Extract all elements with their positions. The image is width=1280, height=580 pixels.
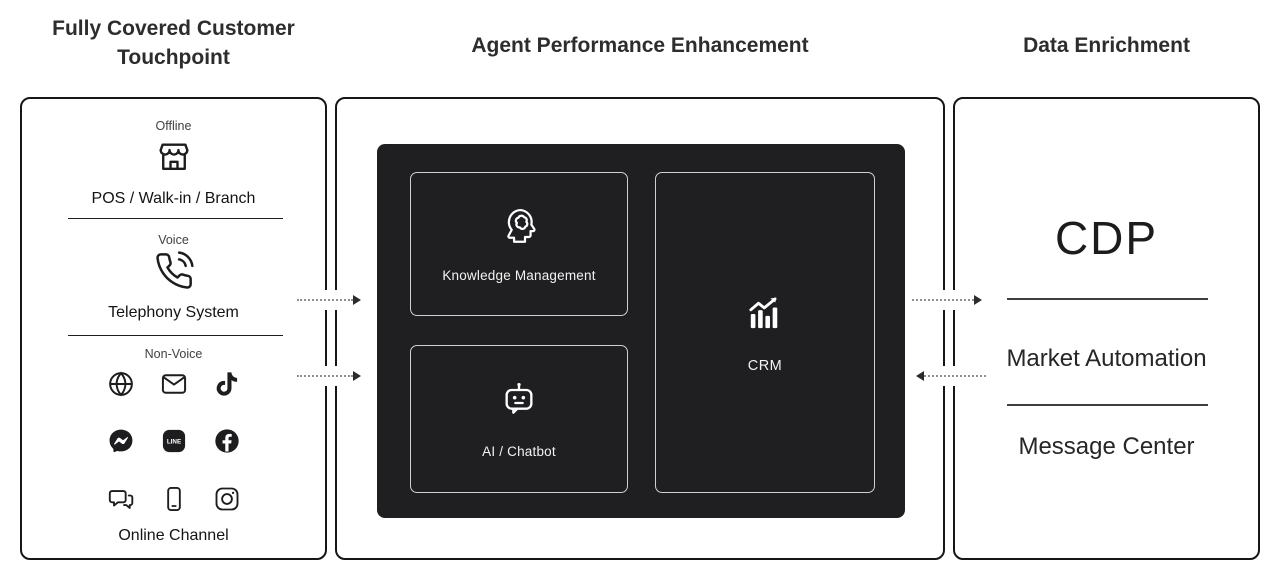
tiktok-icon [213,370,241,398]
dotted-line [924,375,986,377]
divider [68,335,283,336]
offline-caption: POS / Walk-in / Branch [91,190,256,207]
agent-column-title: Agent Performance Enhancement [471,34,809,57]
touchpoint-panel: Offline POS / Walk-in / Branch Voice Tel… [20,97,327,560]
smartphone-icon [160,485,188,513]
growth-chart-icon [742,291,788,342]
data-column-title: Data Enrichment [1023,34,1190,57]
phone-call-icon [22,251,325,291]
touchpoint-column-title: Fully Covered Customer Touchpoint [52,17,295,70]
message-center-label: Message Center [1018,433,1195,460]
messenger-icon [107,427,135,455]
mail-icon [160,370,188,398]
channel-icon-row-1 [22,370,325,398]
channel-icon-row-2: LINE [22,427,325,455]
agent-dark-panel: Knowledge Management AI / Chatbot [377,144,905,518]
cdp-label: CDP [1054,212,1159,264]
chat-bubbles-icon [107,485,135,513]
non-voice-section-label: Non-Voice [144,347,203,361]
divider [1007,298,1208,300]
brain-head-icon [500,205,538,248]
knowledge-management-label: Knowledge Management [442,268,596,283]
divider [68,218,283,219]
dotted-line [297,299,353,301]
voice-section-label: Voice [158,233,189,247]
crm-label: CRM [747,358,783,374]
arrow-agent-to-data [912,294,982,306]
facebook-icon [213,427,241,455]
instagram-icon [213,485,241,513]
ai-chatbot-label: AI / Chatbot [482,444,556,459]
arrowhead-left-icon [916,371,924,381]
market-automation-label: Market Automation [1006,345,1207,372]
arrow-touchpoint-to-agent-bottom [297,370,361,382]
svg-text:LINE: LINE [166,438,180,445]
non-voice-caption: Online Channel [118,527,229,544]
dotted-line [912,299,974,301]
arrowhead-right-icon [353,371,361,381]
crm-card: CRM [655,172,875,493]
data-enrichment-panel: CDP Market Automation Message Center [953,97,1260,560]
divider [1007,404,1208,406]
globe-icon [107,370,135,398]
knowledge-management-card: Knowledge Management [410,172,628,316]
channel-icon-row-3 [22,485,325,513]
arrow-touchpoint-to-agent-top [297,294,361,306]
arrowhead-right-icon [353,295,361,305]
voice-caption: Telephony System [108,304,239,321]
storefront-icon [22,139,325,177]
offline-section-label: Offline [155,119,192,133]
agent-panel: Knowledge Management AI / Chatbot [335,97,945,560]
arrow-data-to-agent [916,370,986,382]
arrowhead-right-icon [974,295,982,305]
line-app-icon: LINE [160,427,188,455]
dotted-line [297,375,353,377]
ai-chatbot-card: AI / Chatbot [410,345,628,493]
robot-icon [499,379,539,424]
